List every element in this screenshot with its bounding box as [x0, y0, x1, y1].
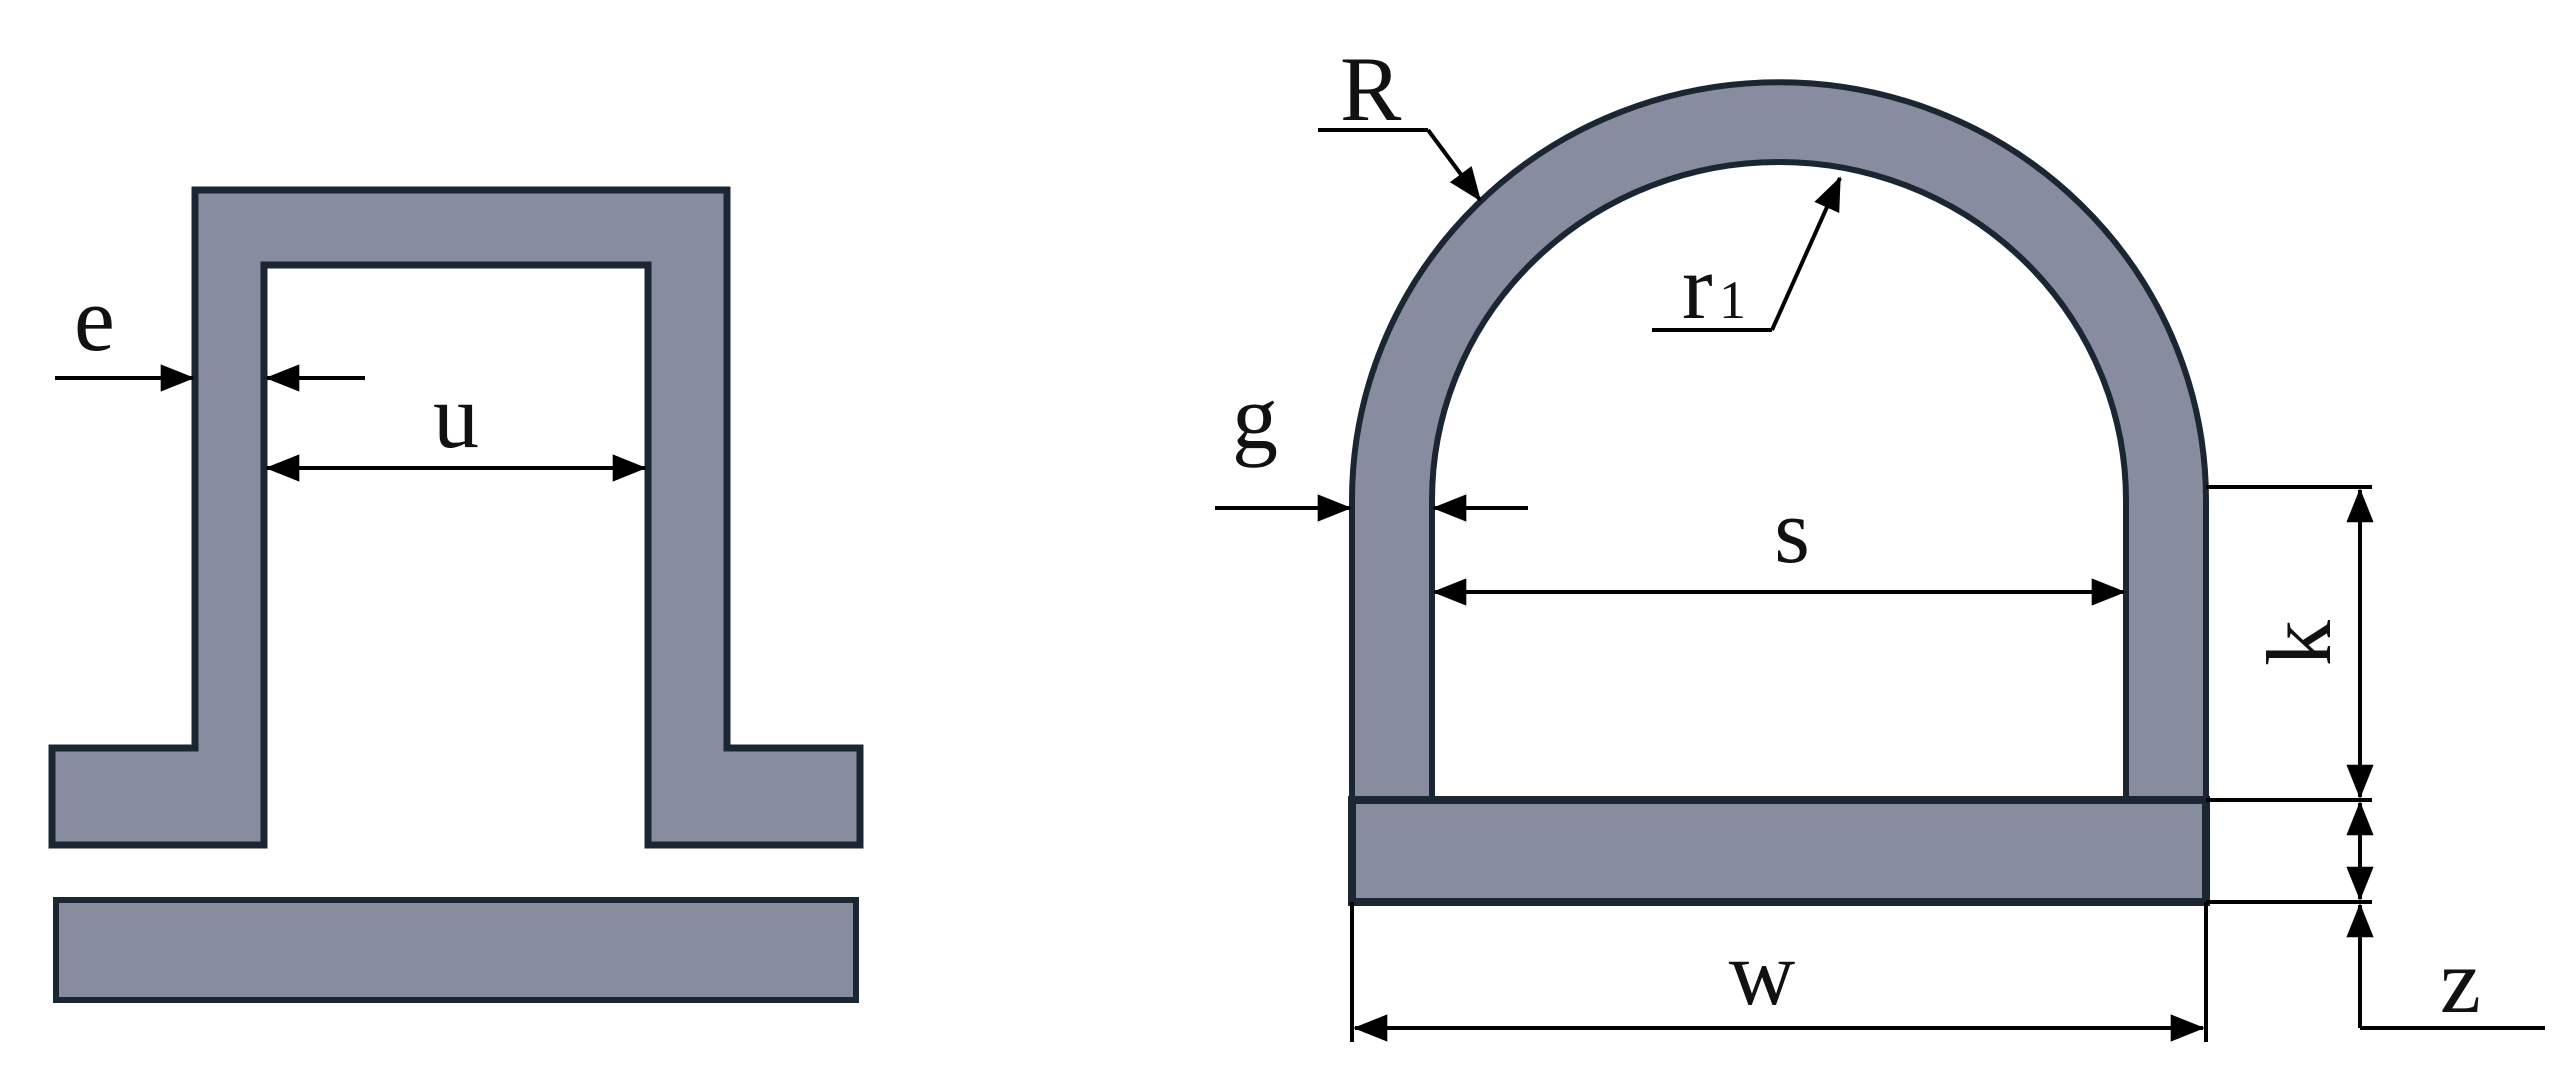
- arch-profile: [1349, 79, 2209, 803]
- dimension-k: k: [2206, 485, 2374, 802]
- left-figure: e u: [48, 186, 864, 1003]
- dimension-e: e: [55, 268, 365, 392]
- label-s: s: [1774, 480, 1810, 582]
- dimension-r1: r 1: [1652, 176, 1842, 338]
- dimension-g: g: [1215, 366, 1528, 522]
- label-r-subscript: 1: [1719, 270, 1746, 330]
- dimension-u: u: [265, 365, 647, 482]
- label-g: g: [1232, 366, 1278, 468]
- label-z: z: [2440, 930, 2481, 1032]
- base-plate: [53, 897, 859, 1003]
- base-plate-right: [1348, 796, 2210, 906]
- hat-profile: [48, 186, 864, 849]
- label-r: r: [1682, 236, 1713, 338]
- label-e: e: [74, 268, 115, 370]
- dimension-z: z: [2206, 801, 2545, 1032]
- dimension-R: R: [1318, 38, 1482, 202]
- dimension-s: s: [1432, 480, 2126, 606]
- label-k: k: [2248, 620, 2350, 666]
- label-w: w: [1729, 922, 1796, 1024]
- label-R: R: [1340, 38, 1402, 140]
- dimension-w: w: [1350, 902, 2208, 1042]
- right-figure: R r 1 g s k: [1215, 38, 2545, 1042]
- label-u: u: [433, 365, 479, 467]
